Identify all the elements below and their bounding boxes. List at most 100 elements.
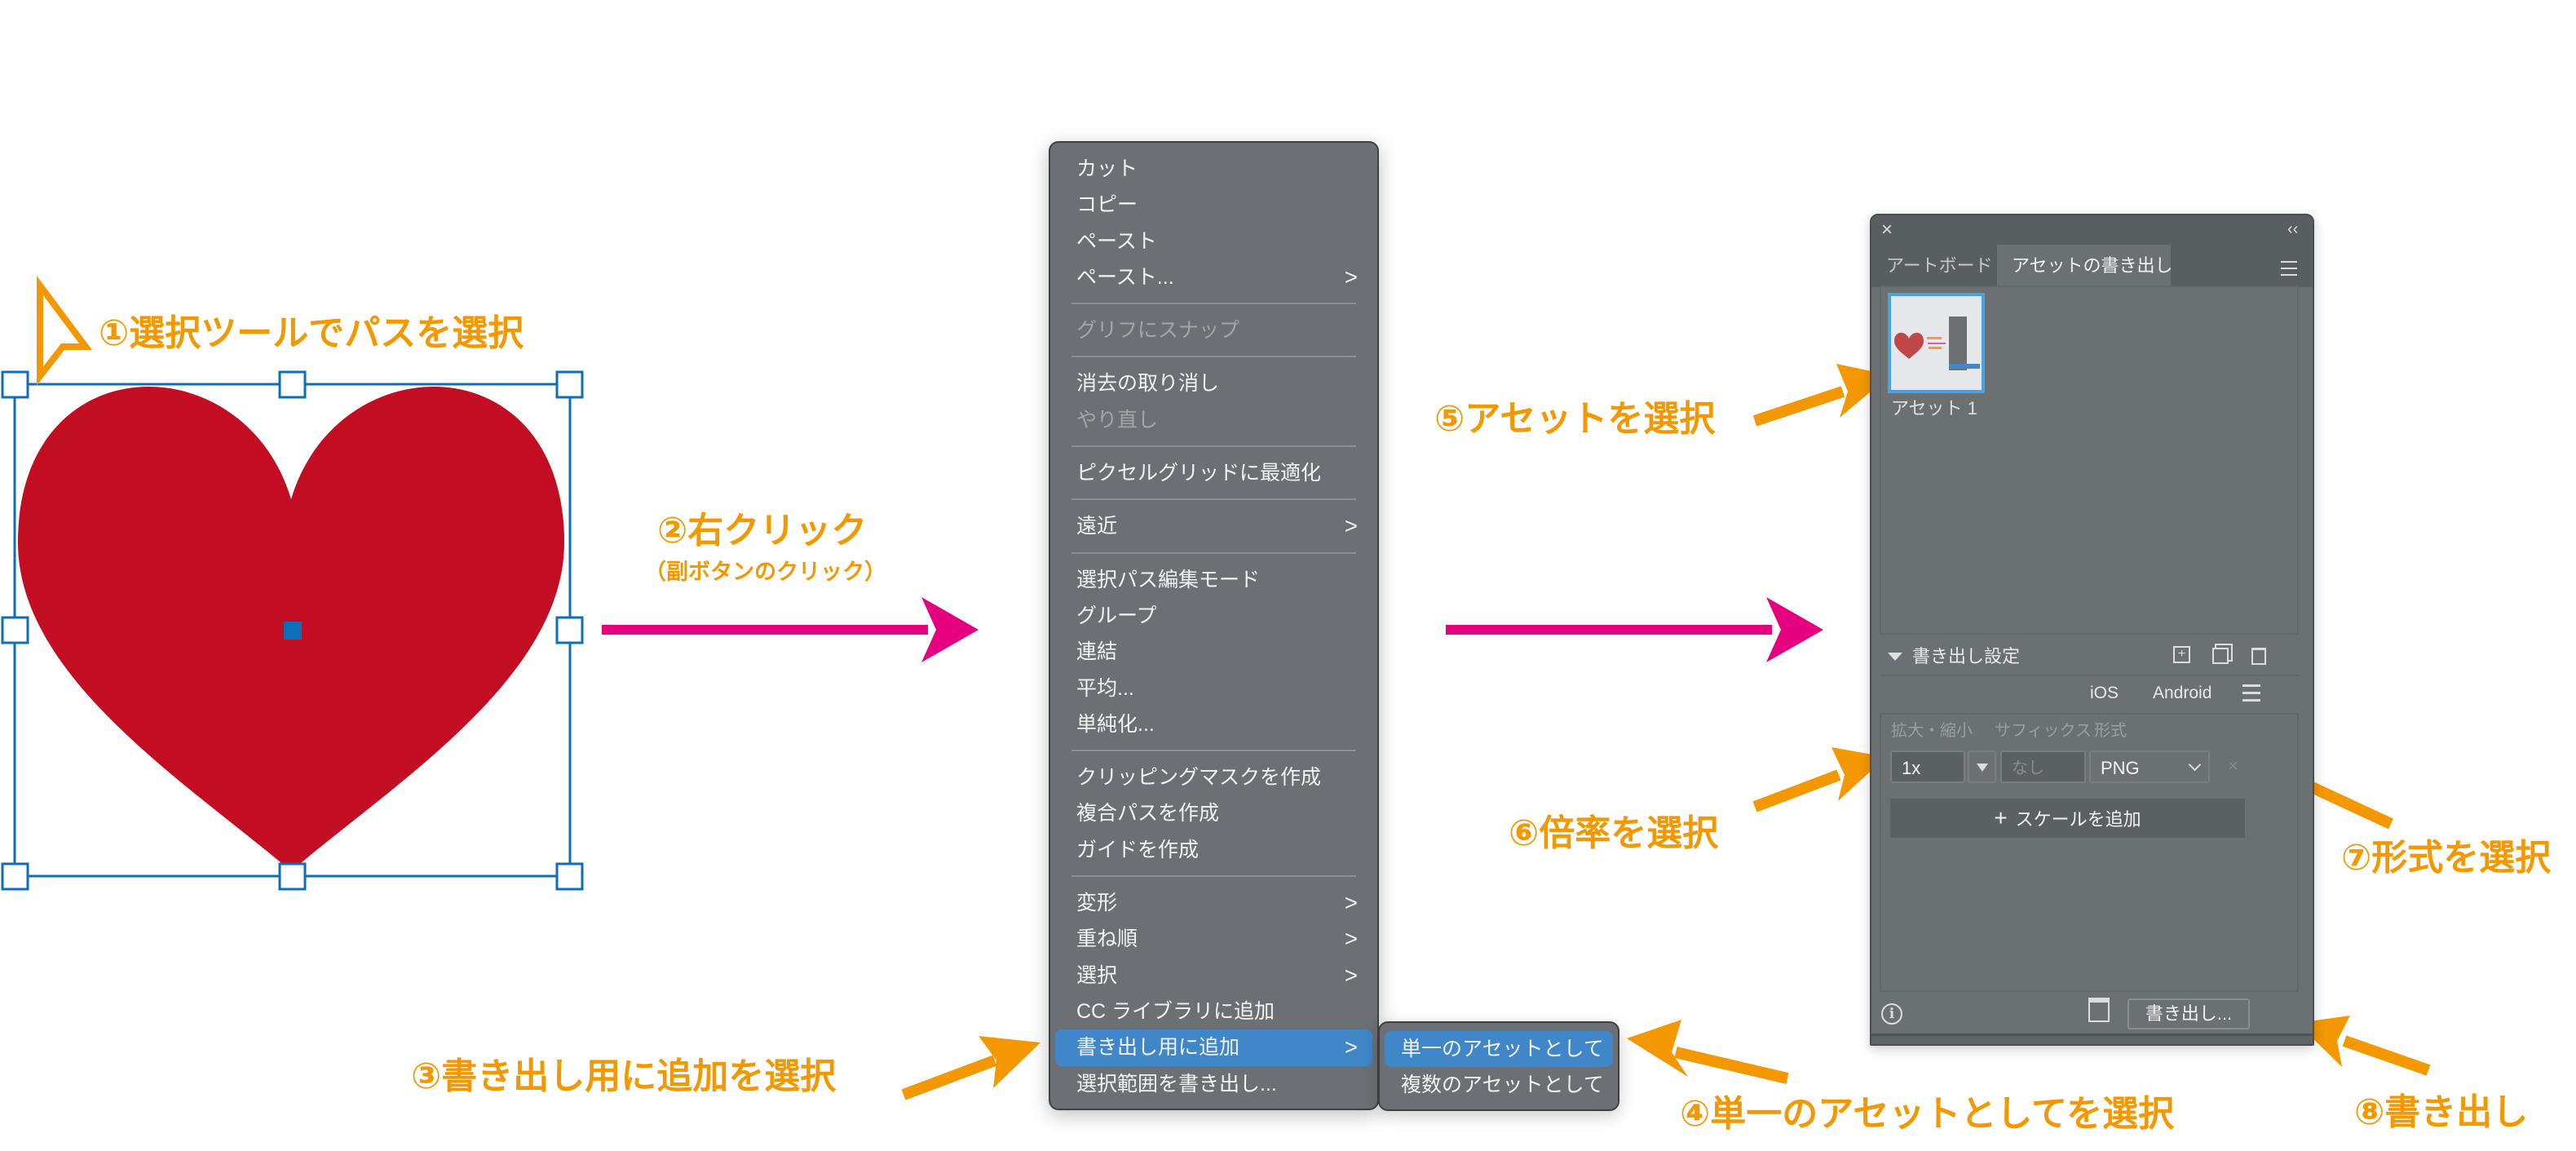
scale-input[interactable]: 1x <box>1890 750 1965 783</box>
menu-item-label: グリフにスナップ <box>1076 319 1240 343</box>
export-for-screens-icon[interactable] <box>2088 998 2110 1022</box>
asset-thumbnail[interactable] <box>1888 293 1985 393</box>
menu-item-label: 変形 <box>1076 892 1118 915</box>
menu-item[interactable]: グループ <box>1055 598 1372 634</box>
orange-arrow-6 <box>1752 747 1886 812</box>
tab-label: アートボード <box>1886 255 1993 276</box>
collapse-icon[interactable]: ‹‹ <box>2287 220 2299 238</box>
menu-item[interactable]: 変形> <box>1055 885 1372 921</box>
context-menu: カットコピーペーストペースト...> グリフにスナップ消去の取り消しやり直しピクセ… <box>1049 141 1379 1110</box>
menu-item[interactable]: ペースト...> <box>1055 259 1372 295</box>
step3-label: ③書き出し用に追加を選択 <box>411 1056 837 1096</box>
chevron-down-icon <box>2188 758 2202 772</box>
center-point <box>284 622 302 640</box>
menu-separator <box>1050 295 1377 312</box>
menu-item[interactable]: 連結 <box>1055 634 1372 670</box>
duplicate-icon[interactable] <box>2212 648 2229 664</box>
menu-item[interactable]: クリッピングマスクを作成 <box>1055 759 1372 795</box>
suffix-input[interactable]: なし <box>2000 750 2086 783</box>
add-asset-icon[interactable]: + <box>2173 646 2190 663</box>
menu-item-label: カット <box>1076 157 1138 180</box>
close-icon[interactable]: × <box>1881 219 1893 241</box>
suffix-placeholder: なし <box>2012 759 2044 777</box>
list-settings-icon[interactable] <box>2242 684 2260 702</box>
menu-separator <box>1050 348 1377 365</box>
menu-item-label: 書き出し用に追加 <box>1076 1036 1240 1060</box>
menu-item[interactable]: 遠近 > <box>1055 508 1372 544</box>
menu-item-label: 遠近 <box>1076 515 1118 538</box>
step5-label: ⑤アセットを選択 <box>1434 399 1716 439</box>
format-select[interactable]: PNG <box>2089 750 2210 783</box>
menu-item-label: 選択パス編集モード <box>1076 568 1261 591</box>
menu-item[interactable]: やり直し <box>1055 402 1372 438</box>
menu-item-label: 消去の取り消し <box>1076 372 1220 396</box>
asset-grid <box>1880 286 2299 635</box>
info-icon[interactable]: i <box>1881 1003 1902 1025</box>
selection-handles[interactable] <box>1 370 584 891</box>
pink-arrow-2 <box>1446 597 1823 662</box>
panel-resize-handle[interactable] <box>1871 1034 2313 1044</box>
menu-item[interactable]: ペースト <box>1055 224 1372 259</box>
orange-arrow-8 <box>2297 1016 2431 1076</box>
chevron-right-icon: > <box>1344 926 1358 952</box>
trash-icon[interactable] <box>2251 648 2266 665</box>
menu-item[interactable]: 書き出し用に追加 > <box>1055 1029 1372 1066</box>
menu-item[interactable]: ピクセルグリッドに最適化 <box>1055 455 1372 491</box>
panel-menu-icon[interactable] <box>2281 261 2297 276</box>
asset-name[interactable]: アセット 1 <box>1891 398 1977 418</box>
menu-item-label: ペースト <box>1076 229 1157 253</box>
menu-item[interactable]: ガイドを作成 <box>1055 832 1372 868</box>
menu-item[interactable]: CC ライブラリに追加 <box>1055 994 1372 1029</box>
add-scale-label: スケールを追加 <box>2015 809 2141 830</box>
scale-dropdown-button[interactable] <box>1968 750 1996 783</box>
step7-label: ⑦形式を選択 <box>2341 838 2552 878</box>
remove-scale-icon[interactable]: × <box>2228 755 2238 776</box>
menu-item-label: 複合パスを作成 <box>1076 802 1220 826</box>
scale-value: 1x <box>1902 758 1921 778</box>
menu-item[interactable]: 選択パス編集モード <box>1055 562 1372 598</box>
chevron-right-icon: > <box>1344 962 1358 988</box>
plus-icon: + <box>1994 805 2008 830</box>
export-button[interactable]: 書き出し... <box>2128 998 2250 1029</box>
menu-item[interactable]: 平均... <box>1055 671 1372 706</box>
tab-label: アセットの書き出し <box>2012 255 2173 276</box>
menu-item-label: クリッピングマスクを作成 <box>1076 766 1322 790</box>
step2-label: ②右クリック <box>657 511 868 551</box>
selection-tool-cursor-icon <box>37 275 92 386</box>
menu-item-label: ガイドを作成 <box>1076 838 1200 861</box>
menu-item[interactable]: 選択> <box>1055 958 1372 994</box>
panel-titlebar <box>1871 215 2313 245</box>
collapse-triangle-icon[interactable] <box>1888 653 1902 661</box>
menu-item-label: コピー <box>1076 193 1138 217</box>
asset-preview-image <box>1894 317 1980 370</box>
menu-item[interactable]: グリフにスナップ <box>1055 312 1372 348</box>
asset-export-panel: × ‹‹ アートボード アセットの書き出し アセット 1 書き出し設定 + iO… <box>1870 214 2314 1046</box>
menu-item[interactable]: 選択範囲を書き出し... <box>1055 1066 1372 1102</box>
menu-item-label: 単一のアセットとして <box>1401 1038 1604 1060</box>
chevron-right-icon: > <box>1344 263 1358 290</box>
chevron-right-icon: > <box>1344 513 1358 539</box>
divider <box>1880 675 2299 676</box>
menu-item[interactable]: コピー <box>1055 187 1372 223</box>
android-preset-button[interactable]: Android <box>2153 684 2212 702</box>
chevron-right-icon: > <box>1344 1034 1358 1060</box>
suffix-column-header: サフィックス <box>1995 722 2092 740</box>
ios-preset-button[interactable]: iOS <box>2090 684 2119 702</box>
menu-item-label: 平均... <box>1076 676 1134 700</box>
menu-item[interactable]: 複合パスを作成 <box>1055 795 1372 831</box>
tab-artboard[interactable]: アートボード <box>1871 245 1995 286</box>
menu-item[interactable]: 重ね順> <box>1055 921 1372 957</box>
format-value: PNG <box>2101 758 2140 778</box>
orange-arrow-3 <box>901 1036 1041 1100</box>
menu-item-label: ピクセルグリッドに最適化 <box>1076 462 1322 485</box>
menu-item[interactable]: 複数のアセットとして <box>1385 1067 1613 1103</box>
add-scale-button[interactable]: + スケールを追加 <box>1890 799 2245 838</box>
format-column-header: 形式 <box>2094 722 2127 740</box>
menu-item-label: 単純化... <box>1076 712 1155 736</box>
menu-item[interactable]: 単一のアセットとして <box>1385 1031 1613 1068</box>
step4-label: ④単一のアセットとしてを選択 <box>1680 1094 2175 1134</box>
menu-item[interactable]: 単純化... <box>1055 706 1372 742</box>
tab-asset-export[interactable]: アセットの書き出し <box>1997 245 2173 287</box>
menu-item[interactable]: 消去の取り消し <box>1055 365 1372 401</box>
menu-item[interactable]: カット <box>1055 151 1372 187</box>
